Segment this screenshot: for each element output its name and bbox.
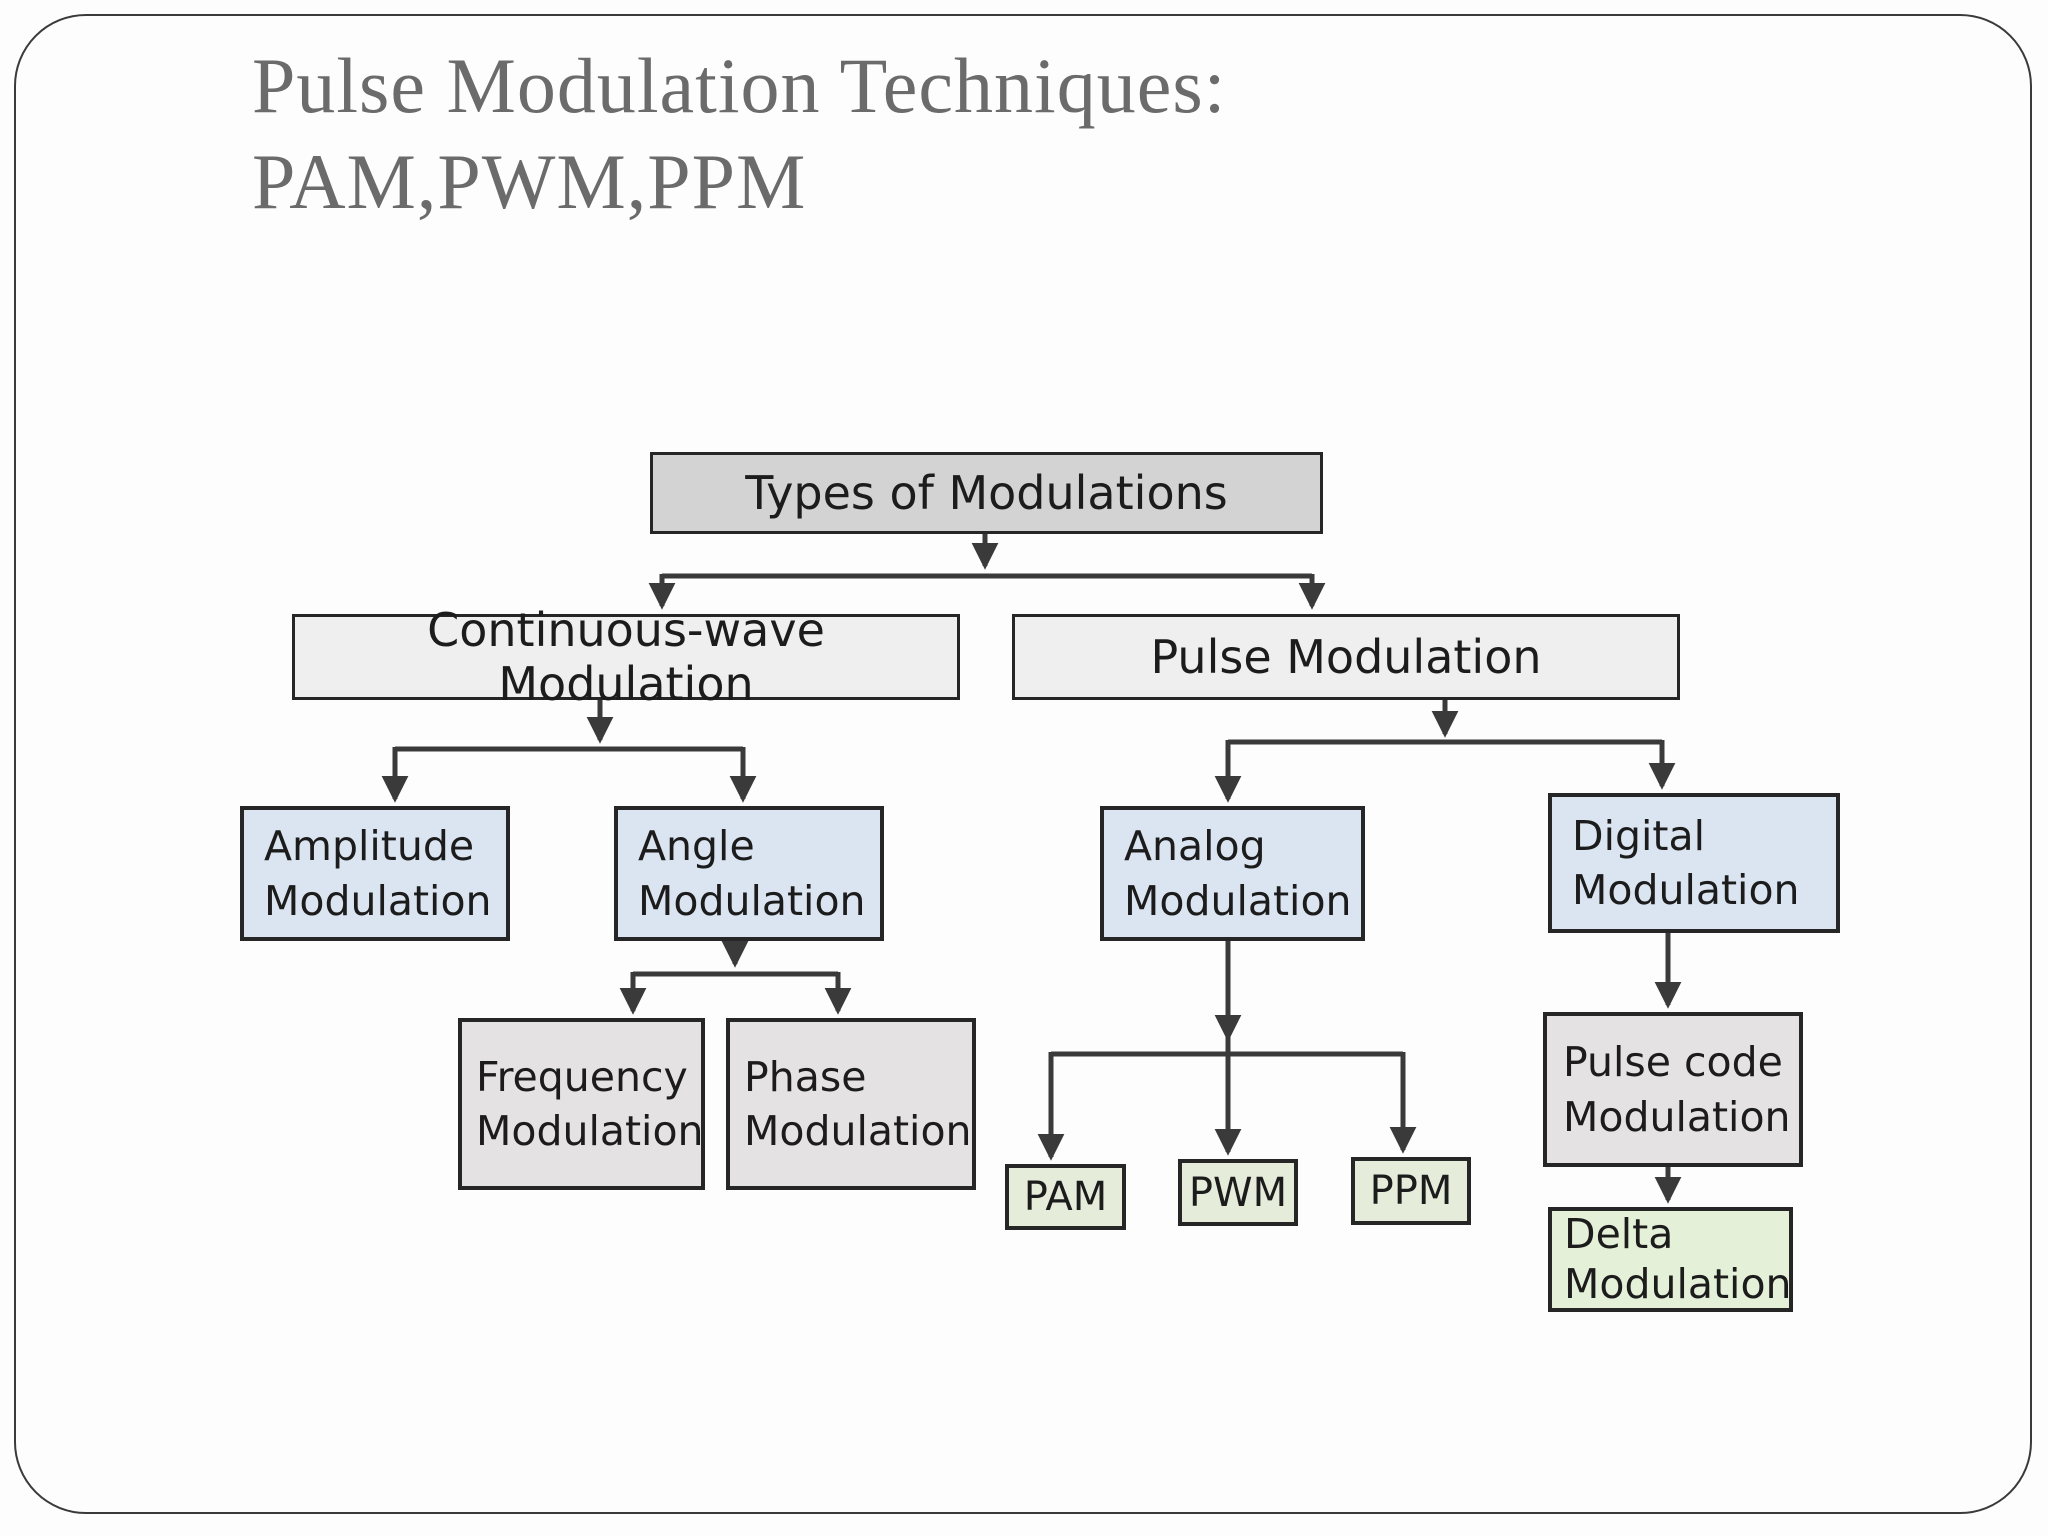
- node-label-line1: Angle: [638, 822, 755, 871]
- node-label-line1: Analog: [1124, 822, 1266, 871]
- node-label: Types of Modulations: [745, 466, 1228, 520]
- slide-title: Pulse Modulation Techniques: PAM,PWM,PPM: [252, 38, 1226, 230]
- node-label-line2: Modulation: [1564, 1259, 1792, 1308]
- node-label-line2: Modulation: [264, 876, 492, 925]
- node-digital-modulation: Digital Modulation: [1548, 793, 1840, 933]
- node-label-line1: Amplitude: [264, 822, 475, 871]
- node-label: PWM: [1188, 1169, 1288, 1216]
- node-phase-modulation: Phase Modulation: [726, 1018, 976, 1190]
- node-types-of-modulations: Types of Modulations: [650, 452, 1323, 534]
- node-angle-modulation: Angle Modulation: [614, 806, 884, 941]
- node-label-line1: Frequency: [476, 1052, 688, 1101]
- node-label-line2: Modulation: [1563, 1092, 1791, 1141]
- connector-lines: [381, 534, 1682, 1204]
- node-label-line1: Phase: [744, 1052, 867, 1101]
- node-label-line2: Modulation: [476, 1107, 704, 1155]
- node-pam: PAM: [1005, 1164, 1126, 1230]
- node-label-line1: Digital: [1572, 811, 1705, 860]
- node-pwm: PWM: [1178, 1159, 1298, 1226]
- node-analog-modulation: Analog Modulation: [1100, 806, 1365, 941]
- node-pulse-modulation: Pulse Modulation: [1012, 614, 1680, 700]
- node-label: Continuous-wave Modulation: [427, 603, 825, 711]
- node-delta-modulation: Delta Modulation: [1548, 1207, 1793, 1312]
- node-label-line1: Pulse code: [1563, 1038, 1783, 1087]
- node-ppm: PPM: [1351, 1157, 1471, 1225]
- node-label: PAM: [1023, 1174, 1108, 1220]
- title-line-2: PAM,PWM,PPM: [252, 138, 807, 225]
- node-continuous-wave-modulation: Continuous-wave Modulation: [292, 603, 960, 711]
- title-line-1: Pulse Modulation Techniques:: [252, 42, 1227, 129]
- node-label-line2: Modulation: [1572, 866, 1800, 914]
- node-pulse-code-modulation: Pulse code Modulation: [1543, 1012, 1803, 1167]
- node-label-line2: Modulation: [638, 876, 866, 925]
- slide-border: [14, 14, 2032, 1514]
- node-label-line2: Modulation: [744, 1107, 972, 1155]
- node-amplitude-modulation: Amplitude Modulation: [240, 806, 510, 941]
- node-label: Pulse Modulation: [1150, 630, 1542, 684]
- node-frequency-modulation: Frequency Modulation: [458, 1018, 705, 1190]
- node-label: PPM: [1369, 1168, 1453, 1214]
- node-label-line1: Delta: [1564, 1210, 1674, 1259]
- node-label-line2: Modulation: [1124, 876, 1352, 925]
